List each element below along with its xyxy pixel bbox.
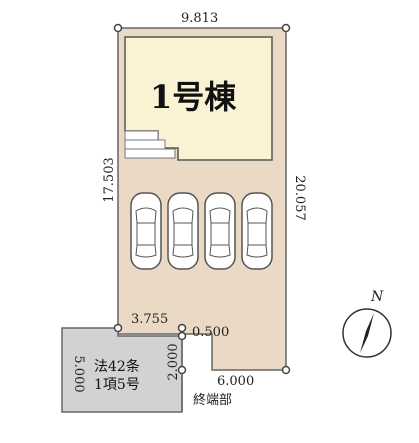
boundary-markers [113, 23, 291, 375]
car-icon [167, 192, 199, 270]
dim-notch-offset: 0.500 [192, 325, 229, 340]
dim-left-depth: 17.503 [102, 157, 117, 203]
compass-north-label: N [370, 289, 384, 305]
end-label: 終端部 [193, 392, 232, 408]
dim-top-width: 9.813 [181, 11, 218, 26]
car-icon [130, 192, 162, 270]
car-icon [204, 192, 236, 270]
dim-notch-width: 3.755 [131, 312, 168, 327]
car-icon [241, 192, 273, 270]
dim-notch-depth: 2.000 [166, 343, 181, 380]
road-label-line2: 1項5号 [94, 377, 140, 393]
parking-area [130, 192, 273, 270]
road-label-line1: 法42条 [94, 358, 140, 375]
dim-right-depth: 20.057 [292, 175, 307, 221]
dim-bottom-width: 6.000 [217, 374, 254, 389]
north-compass-icon: N [342, 289, 392, 358]
building-label: 1号棟 [150, 78, 237, 116]
entrance-steps [124, 130, 176, 159]
dim-road-width: 5.000 [71, 355, 86, 392]
